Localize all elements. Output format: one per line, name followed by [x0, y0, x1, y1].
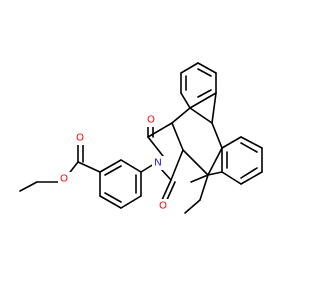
atom-nitrogen-imide: N: [152, 156, 165, 170]
right-benzo-ring: [221, 136, 263, 185]
bridge-core: [171, 107, 223, 183]
ethyl-group: [19, 181, 63, 192]
benzoate-ring: [99, 159, 142, 209]
molecule-structure: O O N O O: [19, 62, 263, 214]
right-benzo-to-bridgehead: [207, 171, 223, 176]
svg-text:O: O: [76, 133, 84, 144]
imide-ring: [147, 122, 184, 203]
ester-group: [66, 142, 101, 177]
upper-benzo-ring: [180, 62, 217, 109]
aryl-nitrogen-bond: [140, 163, 155, 173]
svg-text:O: O: [159, 201, 167, 212]
bridgehead-ethyl: [184, 174, 209, 214]
svg-text:O: O: [147, 115, 155, 126]
atom-oxygen-ether-ester: O: [58, 172, 71, 186]
upper-benzo-to-bridgehead: [211, 92, 217, 124]
svg-text:N: N: [154, 158, 161, 169]
atom-oxygen-imide-bottom: O: [157, 199, 170, 213]
atom-oxygen-imide-top: O: [145, 113, 158, 127]
atom-oxygen-carbonyl-ester: O: [74, 131, 87, 145]
svg-text:O: O: [60, 174, 68, 185]
